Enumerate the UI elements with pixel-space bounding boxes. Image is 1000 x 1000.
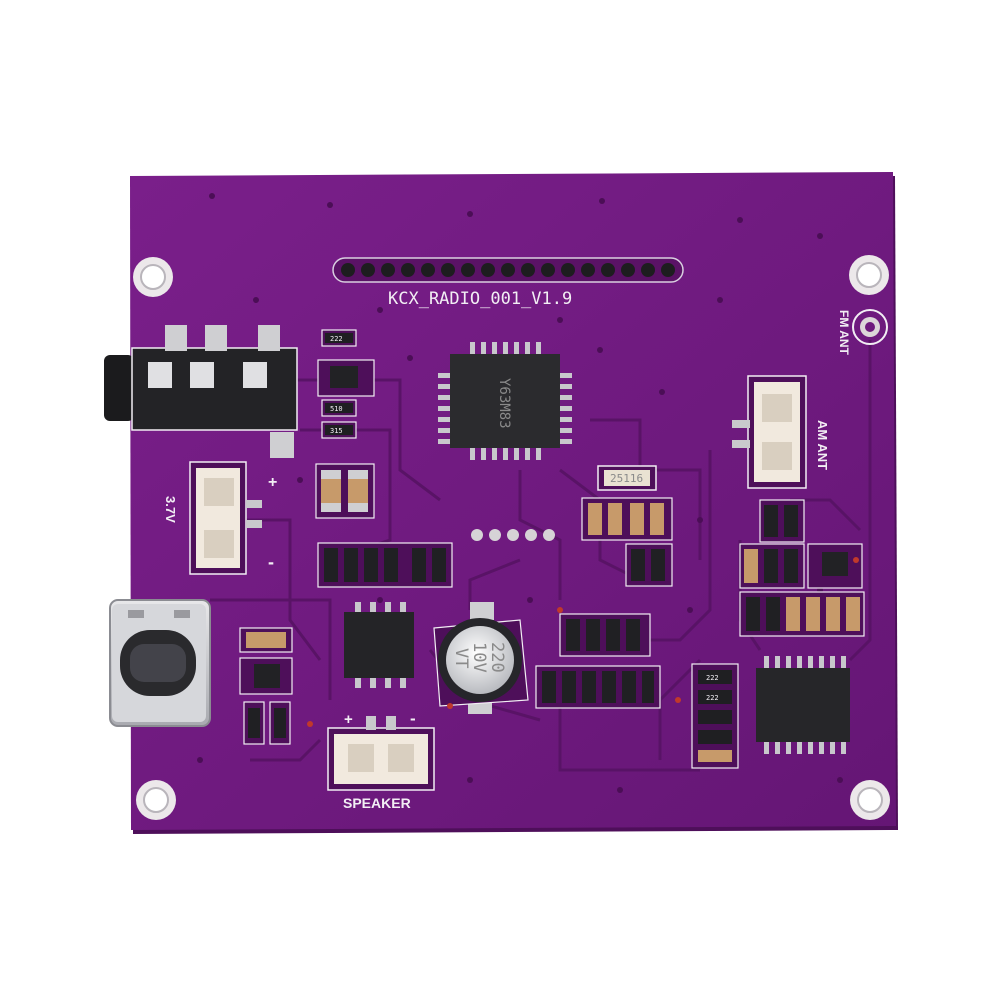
test-pads [471, 529, 555, 541]
crystal-marking: 25116 [610, 472, 643, 485]
resistor-510: 510 [330, 405, 343, 413]
speaker-label: SPEAKER [343, 795, 411, 811]
resistor-222-a: 222 [330, 335, 343, 343]
smd-cluster-right [739, 499, 865, 637]
resistor-array-center [535, 497, 673, 709]
resistor-bank-left [317, 542, 453, 588]
electrolytic-capacitor: 220 10V VT [433, 602, 529, 714]
amp-chip [344, 602, 414, 688]
radio-chip [756, 656, 850, 754]
am-ant-label: AM ANT [815, 420, 830, 470]
capacitor-value: 220 [487, 642, 507, 673]
smd-cluster-top-left: 222 510 315 [317, 329, 375, 439]
fm-ant-label: FM ANT [837, 310, 851, 356]
capacitor-pair [315, 463, 375, 519]
battery-connector [189, 461, 262, 575]
capacitor-voltage: 10V [469, 642, 489, 673]
battery-label: 3.7V [163, 496, 178, 523]
usb-c-connector [109, 599, 211, 727]
speaker-connector [327, 716, 435, 791]
header-pins [332, 257, 684, 283]
resistor-222-b: 222 [706, 674, 719, 682]
capacitor-series: VT [451, 648, 471, 668]
resistor-315: 315 [330, 427, 343, 435]
crystal: 25116 [597, 465, 657, 491]
fm-antenna-pad [852, 309, 888, 345]
board-title: KCX_RADIO_001_V1.9 [388, 289, 572, 309]
test-points [307, 557, 859, 727]
resistor-column: 222 222 [691, 663, 739, 769]
speaker-minus-label: - [410, 709, 416, 728]
audio-jack [104, 325, 298, 458]
mcu-chip: Y63M83 [438, 342, 572, 460]
mcu-marking: Y63M83 [496, 378, 512, 429]
speaker-plus-label: + [344, 711, 353, 728]
battery-minus-label: - [268, 552, 274, 572]
am-antenna-connector [732, 375, 807, 489]
charge-circuit [239, 627, 293, 745]
battery-plus-label: + [268, 474, 277, 491]
resistor-222-c: 222 [706, 694, 719, 702]
mounting-holes [133, 255, 890, 820]
